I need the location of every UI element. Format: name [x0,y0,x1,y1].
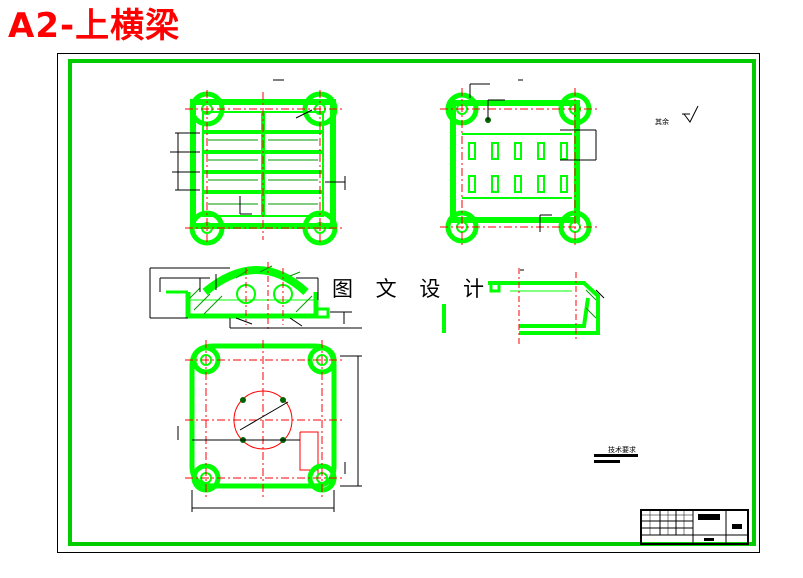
roughness-note: 其余 [655,105,699,126]
top-plan-view [170,79,346,246]
bottom-plan-view [440,79,600,248]
technical-requirements-heading: 技术要求 [608,445,636,454]
roughness-note-label: 其余 [655,117,669,126]
watermark: 图 文 设 计 [332,274,484,304]
mounting-plate-view [177,340,362,512]
roughness-symbol-icon [683,105,699,123]
title-block [640,509,749,545]
drawing-border [68,59,756,546]
technical-requirements: 技术要求 [594,445,638,463]
section-view [149,262,362,330]
sheet-outer-frame [57,53,760,553]
page-title: A2-上横梁 [8,6,181,46]
